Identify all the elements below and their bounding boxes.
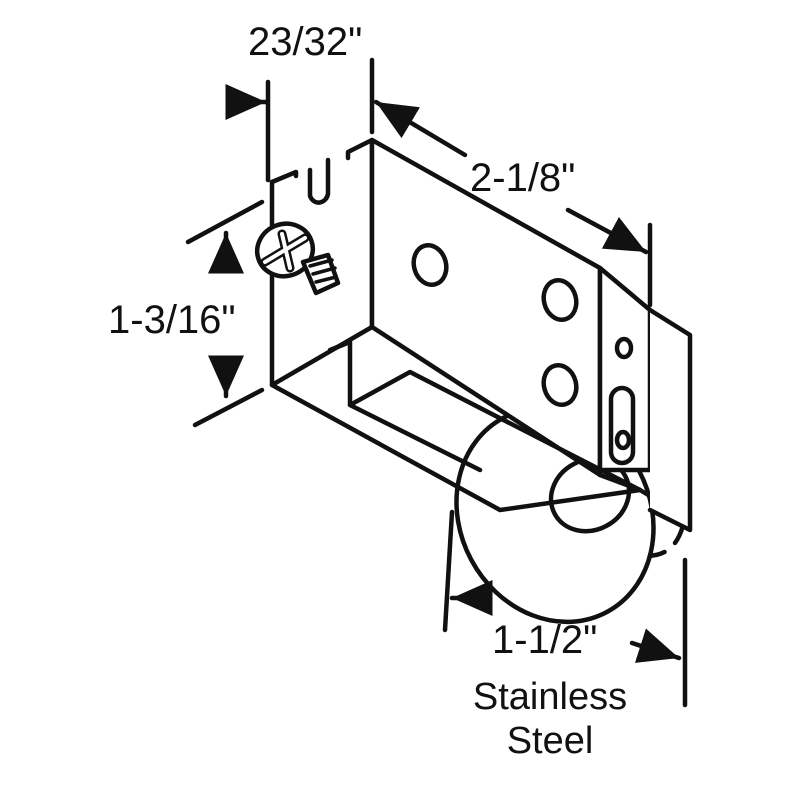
- dimension-height-lines: [185, 199, 265, 428]
- adjustment-screw: [254, 221, 341, 296]
- material-line-2: Steel: [506, 719, 594, 762]
- dimension-length-lines: [565, 207, 653, 308]
- dimension-wheel-label: 1-1/2": [492, 618, 598, 662]
- material-line-1: Stainless: [472, 676, 628, 718]
- dimension-height-label: 1-3/16": [108, 298, 236, 342]
- dimension-width-lines: [225, 57, 468, 183]
- dimension-wheel-lines: [442, 509, 688, 708]
- material-note: Stainless Steel: [445, 676, 655, 763]
- housing-bottom-opening: [269, 339, 693, 523]
- dimension-length-label: 2-1/8": [470, 156, 576, 200]
- dimension-width-label: 23/32": [248, 20, 363, 64]
- adjuster-bracket: [597, 265, 693, 533]
